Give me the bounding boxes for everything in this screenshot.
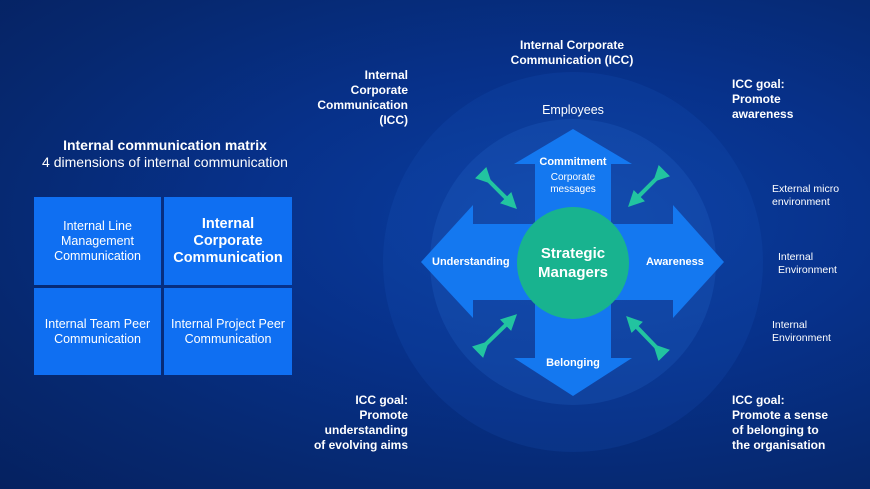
internal-environment-label-2: Internal Environment [772,319,831,344]
arrow-label-commitment: Commitment [539,156,607,168]
internal-environment-label-1: Internal Environment [778,251,837,276]
matrix-cell-project-peer: Internal Project Peer Communication [164,288,292,375]
center-circle [517,207,629,319]
diagonal-arrow-bottom-left [471,314,518,358]
goal-understanding: ICC goal: Promote understanding of evolv… [313,393,408,452]
employees-label: Employees [542,103,604,117]
matrix-subtitle: 4 dimensions of internal communication [42,154,288,170]
matrix-cell-corporate: Internal Corporate Communication [164,197,292,285]
arrow-label-understanding: Understanding [432,256,510,268]
external-micro-environment-label: External micro environment [772,183,840,208]
matrix-cell-team-peer: Internal Team Peer Communication [34,288,161,375]
arrow-sublabel-corporate-messages: Corporate messages [550,172,596,195]
diagonal-arrow-top-left [474,166,517,209]
arrow-label-awareness: Awareness [646,256,704,268]
arrow-label-belonging: Belonging [546,357,600,369]
diagonal-arrow-bottom-right [626,315,670,362]
matrix-cell-line-management: Internal Line Management Communication [34,197,161,285]
left-title: Internal Corporate Communication (ICC) [317,68,408,127]
goal-awareness: ICC goal: Promote awareness [732,77,794,121]
matrix-title: Internal communication matrix [63,137,267,153]
top-title: Internal Corporate Communication (ICC) [510,38,634,67]
diagonal-arrow-top-right [628,164,671,207]
goal-belonging: ICC goal: Promote a sense of belonging t… [732,393,829,452]
center-label: Strategic Managers [537,245,609,281]
